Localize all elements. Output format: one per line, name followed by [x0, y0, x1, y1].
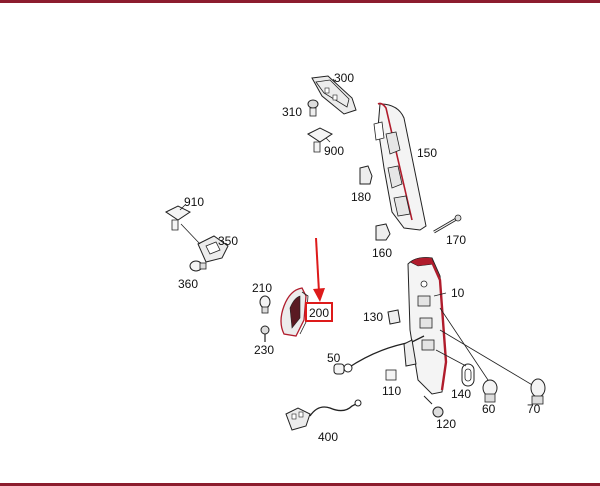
label-130: 130: [363, 310, 383, 324]
label-400: 400: [318, 430, 338, 444]
part-300-strip[interactable]: [311, 75, 357, 115]
part-160-clip[interactable]: [375, 223, 391, 241]
highlight-box: [305, 302, 333, 322]
label-310: 310: [282, 105, 302, 119]
label-230: 230: [254, 343, 274, 357]
part-350-socket[interactable]: [197, 235, 229, 263]
part-180-clip[interactable]: [359, 165, 373, 185]
bottom-border: [0, 483, 600, 486]
label-50: 50: [327, 351, 341, 365]
label-120: 120: [436, 417, 456, 431]
label-200: 200: [309, 306, 329, 320]
part-170-screw[interactable]: [433, 214, 462, 234]
part-310-screw[interactable]: [307, 99, 319, 117]
part-10-tail-lamp[interactable]: [407, 257, 448, 395]
part-130-clip[interactable]: [387, 309, 401, 325]
part-910-bracket[interactable]: [165, 205, 191, 231]
label-350: 350: [218, 234, 238, 248]
part-400-cable[interactable]: [285, 399, 362, 431]
label-60: 60: [482, 402, 496, 416]
part-210-bulb[interactable]: [259, 295, 271, 314]
part-120-screw[interactable]: [423, 395, 444, 418]
label-210: 210: [252, 281, 272, 295]
part-110-socket[interactable]: [385, 339, 417, 381]
leader-lines: [435, 307, 535, 387]
label-140: 140: [451, 387, 471, 401]
label-900: 900: [324, 144, 344, 158]
label-170: 170: [446, 233, 466, 247]
label-910: 910: [184, 195, 204, 209]
label-360: 360: [178, 277, 198, 291]
top-border: [0, 0, 600, 3]
label-10: 10: [451, 286, 465, 300]
part-200-lamp[interactable]: [280, 287, 309, 337]
label-150: 150: [417, 146, 437, 160]
highlight-arrow: [313, 237, 325, 302]
part-150-trim[interactable]: [373, 102, 427, 231]
label-110: 110: [382, 384, 401, 398]
part-900-clip[interactable]: [307, 127, 333, 153]
label-160: 160: [372, 246, 392, 260]
label-300: 300: [334, 71, 354, 85]
label-70: 70: [527, 402, 541, 416]
part-70-bulb[interactable]: [530, 378, 546, 405]
part-230-screw[interactable]: [260, 325, 270, 342]
part-140-gasket[interactable]: [461, 363, 475, 387]
part-360-bulb[interactable]: [189, 260, 207, 272]
label-180: 180: [351, 190, 371, 204]
part-60-bulb[interactable]: [482, 379, 498, 403]
